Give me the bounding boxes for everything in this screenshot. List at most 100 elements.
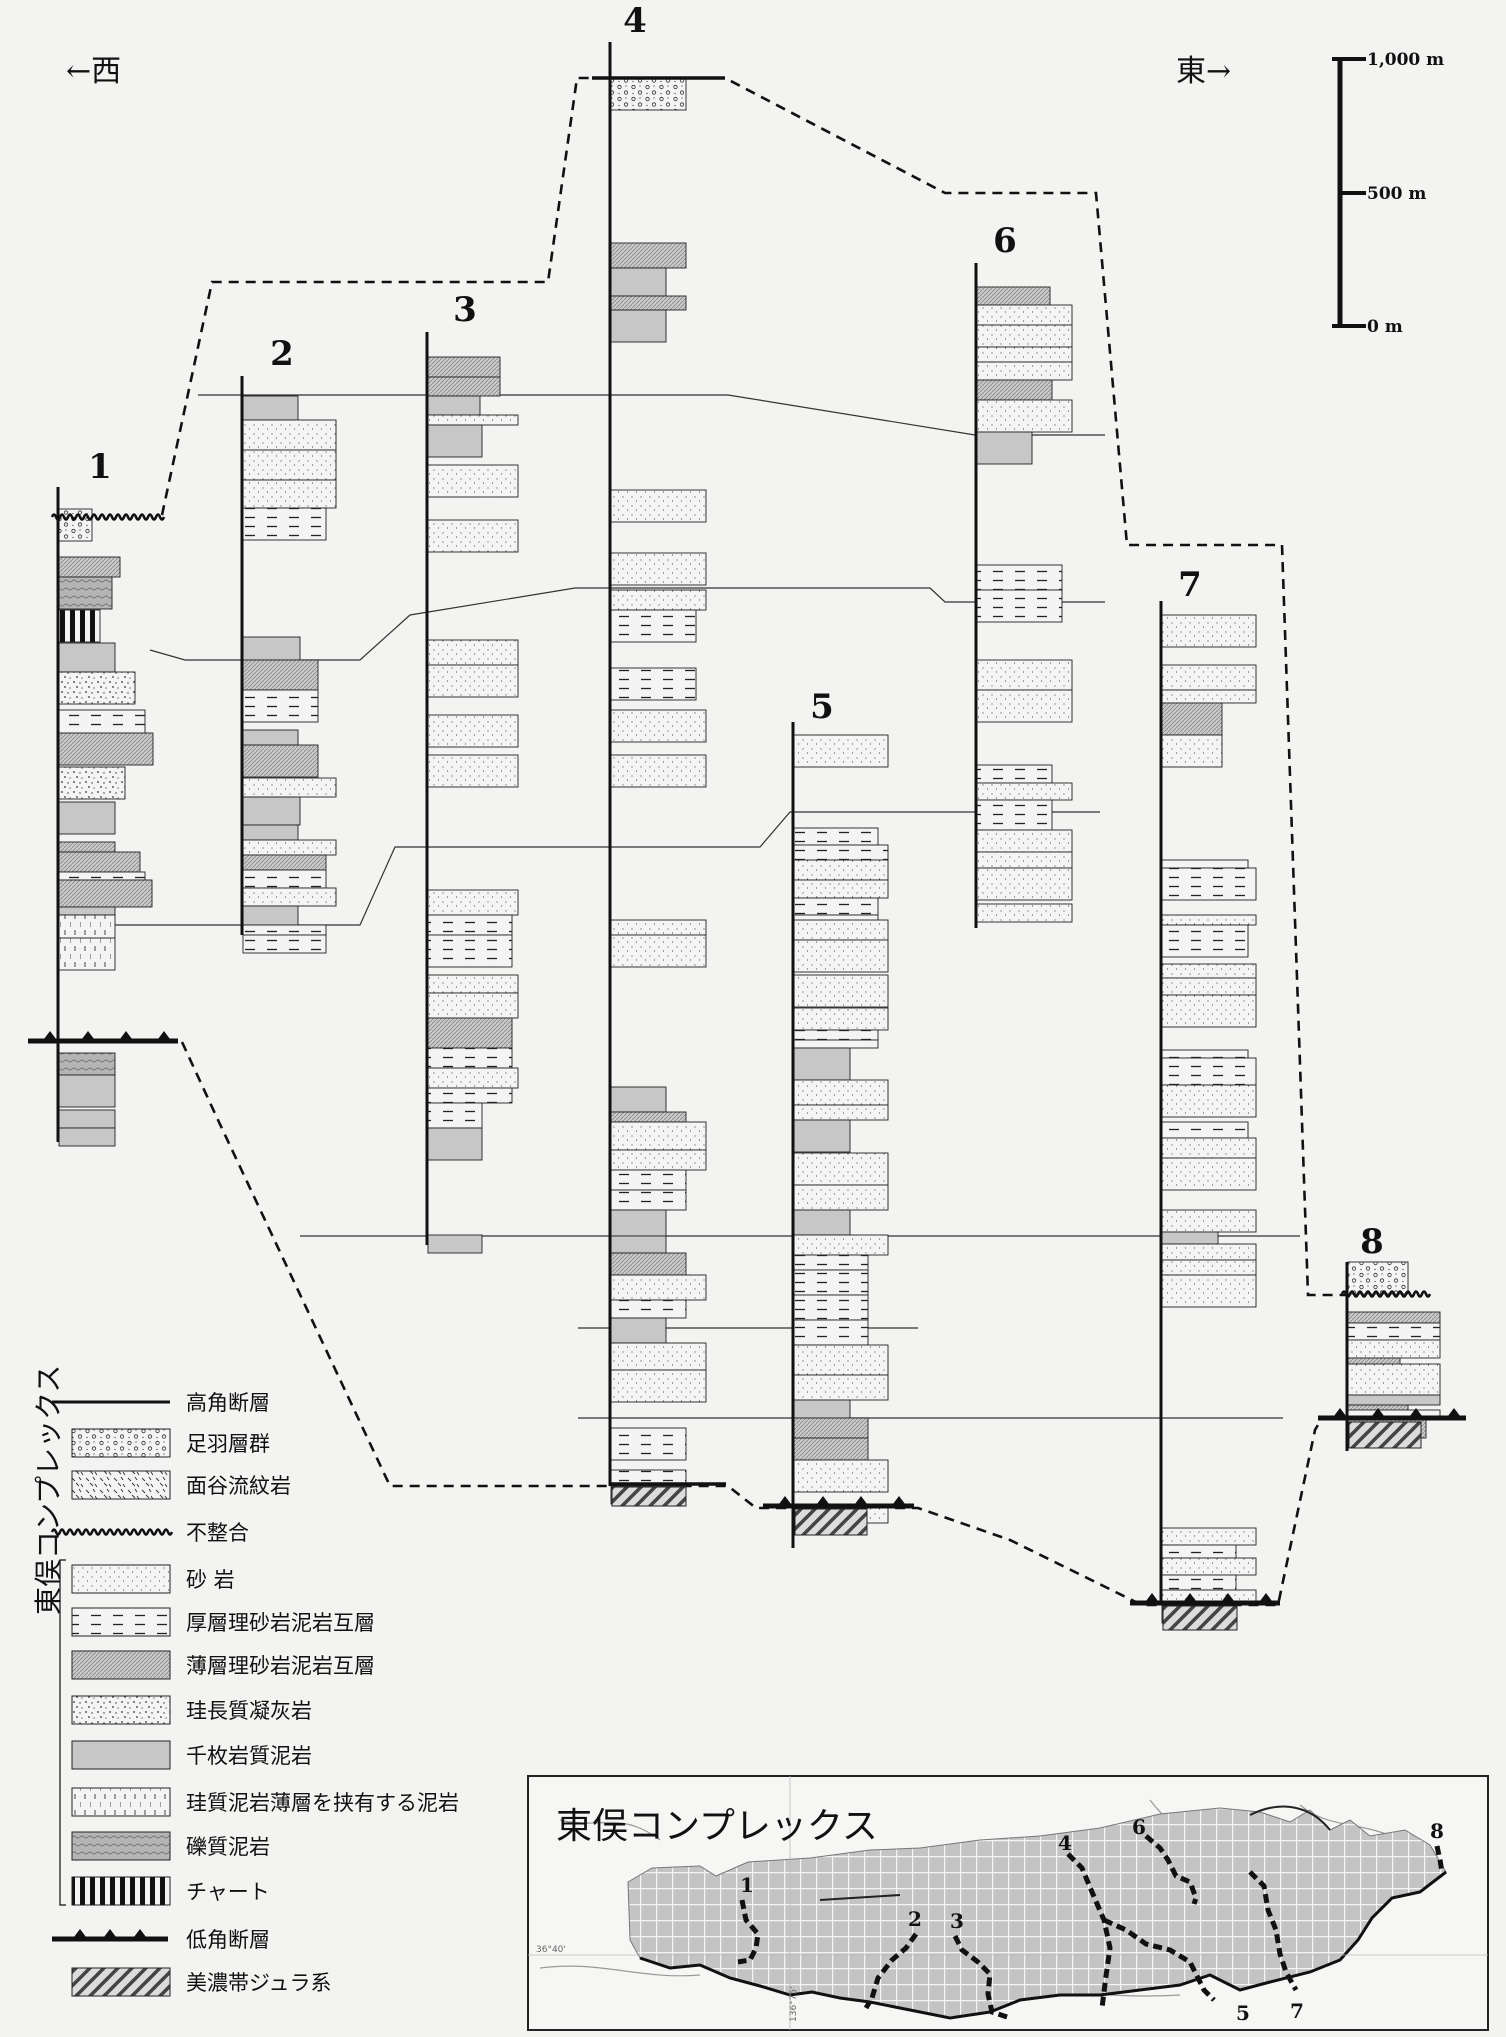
bed-sandstone (427, 519, 519, 553)
bed-sandstone (610, 552, 707, 586)
bed-sandstone (1161, 994, 1257, 1028)
column-number-5: 5 (810, 687, 834, 727)
bed-thick-bedded-alternation (242, 507, 327, 541)
map-route-6 (1144, 1834, 1199, 1905)
bed-sandstone (1161, 1527, 1257, 1546)
bed-thin-bedded-alternation (242, 659, 319, 691)
bed-sandstone (1161, 1274, 1257, 1308)
bed-thin-bedded-alternation (610, 242, 687, 269)
bed-thick-bedded-alternation (58, 709, 146, 734)
map-route-8 (1434, 1845, 1445, 1873)
bed-sandstone (610, 709, 707, 743)
bed-phyllitic-mudstone (58, 1127, 116, 1147)
bed-phyllitic-mudstone (1347, 1394, 1441, 1406)
bed-sandstone (793, 939, 889, 973)
bed-sandstone (793, 1459, 889, 1493)
bed-phyllitic-mudstone (242, 824, 299, 841)
column-6: 6 (974, 221, 1073, 928)
bed-sandstone (610, 489, 707, 523)
bed-sandstone (976, 903, 1073, 923)
legend-label: 千枚岩質泥岩 (186, 1744, 312, 1768)
map-route-7 (1248, 1870, 1299, 1992)
legend-label: 薄層理砂岩泥岩互層 (186, 1654, 375, 1678)
legend-item-mino-jurassic: 美濃帯ジュラ系 (71, 1967, 332, 1997)
bed-sandstone (1161, 689, 1257, 704)
map-route-label-8: 8 (1430, 1819, 1444, 1843)
bed-thick-bedded-alternation (793, 1319, 869, 1346)
low-angle-fault-col7 (1130, 1593, 1280, 1606)
bed-thin-bedded-alternation (58, 841, 116, 853)
legend-item-asuwa-group: 足羽層群 (71, 1428, 270, 1458)
bed-thick-bedded-alternation (793, 844, 889, 861)
legend-label: 高角断層 (186, 1391, 270, 1415)
bed-sandstone (976, 361, 1073, 381)
bed-thin-bedded-alternation (427, 1017, 513, 1049)
legend-icon-unconformity (50, 1528, 174, 1536)
bed-sandstone (1161, 1557, 1257, 1576)
bed-thick-bedded-alternation (1161, 859, 1249, 869)
bed-sandstone (793, 1079, 889, 1106)
legend-label: 珪長質凝灰岩 (186, 1699, 312, 1723)
bed-sandstone (610, 934, 707, 968)
bed-thick-bedded-alternation (58, 871, 146, 881)
bed-sandstone (976, 829, 1073, 853)
bed-pebbly-mudstone (58, 1052, 116, 1076)
bed-thin-bedded-alternation (610, 295, 687, 311)
bed-thick-bedded-alternation (1161, 1057, 1257, 1086)
bed-thick-bedded-alternation (242, 934, 327, 954)
column-number-7: 7 (1178, 565, 1202, 605)
bed-thin-bedded-alternation (610, 1252, 687, 1276)
bed-phyllitic-mudstone (610, 309, 667, 343)
bed-thick-bedded-alternation (793, 1269, 869, 1296)
bed-felsic-tuff (58, 671, 136, 705)
bed-thin-bedded-alternation (793, 1437, 869, 1461)
bed-thick-bedded-alternation (427, 1102, 483, 1129)
map-route-3 (952, 1934, 1011, 2021)
bed-sandstone (976, 689, 1073, 723)
bed-sandstone (793, 1104, 889, 1121)
low-angle-fault-col1 (28, 1031, 178, 1044)
bed-thick-bedded-alternation (1347, 1322, 1441, 1341)
bed-phyllitic-mudstone (242, 395, 299, 421)
mino-jurassic-col8 (1348, 1421, 1422, 1449)
legend-icon-chert (71, 1876, 171, 1906)
bed-sandstone (610, 589, 707, 611)
bed-sandstone (242, 479, 337, 509)
unconformity-col1 (50, 513, 166, 521)
map-title: 東俣コンプレックス (556, 1806, 878, 1847)
bed-phyllitic-mudstone (610, 1209, 667, 1237)
low-angle-fault-col5 (763, 1496, 914, 1509)
bed-thick-bedded-alternation (1161, 1544, 1237, 1559)
bed-phyllitic-mudstone (793, 1119, 851, 1153)
bed-thin-bedded-alternation (58, 879, 153, 908)
bed-thick-bedded-alternation (242, 869, 327, 889)
bed-sandstone (976, 346, 1073, 363)
bed-thick-bedded-alternation (610, 609, 697, 643)
bed-thick-bedded-alternation (1161, 924, 1249, 958)
bed-sandstone (610, 1149, 707, 1171)
bed-sandstone (793, 1152, 889, 1186)
bed-thin-bedded-alternation (793, 1417, 869, 1439)
bed-sandstone (242, 839, 337, 856)
map-route-label-4: 4 (1058, 1831, 1072, 1855)
bed-thin-bedded-alternation (242, 744, 319, 778)
bed-thin-bedded-alternation (427, 376, 501, 397)
bed-sandstone (976, 659, 1073, 691)
bed-sandstone (1161, 1243, 1257, 1261)
bed-sandstone (1161, 977, 1257, 996)
column-7: 7 (1159, 565, 1257, 1624)
bed-sandstone (1161, 1209, 1257, 1233)
bed-thin-bedded-alternation (976, 286, 1051, 306)
bed-sandstone (793, 1344, 889, 1376)
legend-label: 珪質泥岩薄層を挟有する泥岩 (186, 1791, 459, 1815)
bed-sandstone (242, 777, 337, 798)
bed-phyllitic-mudstone (427, 1127, 483, 1161)
top-outline-dashed (160, 76, 1355, 1297)
bed-phyllitic-mudstone (58, 1109, 116, 1129)
bed-sandstone (427, 974, 519, 994)
column-number-3: 3 (453, 290, 477, 330)
legend-group-label: 東俣コンプレックス (32, 1365, 65, 1615)
bed-sandstone (610, 919, 707, 936)
